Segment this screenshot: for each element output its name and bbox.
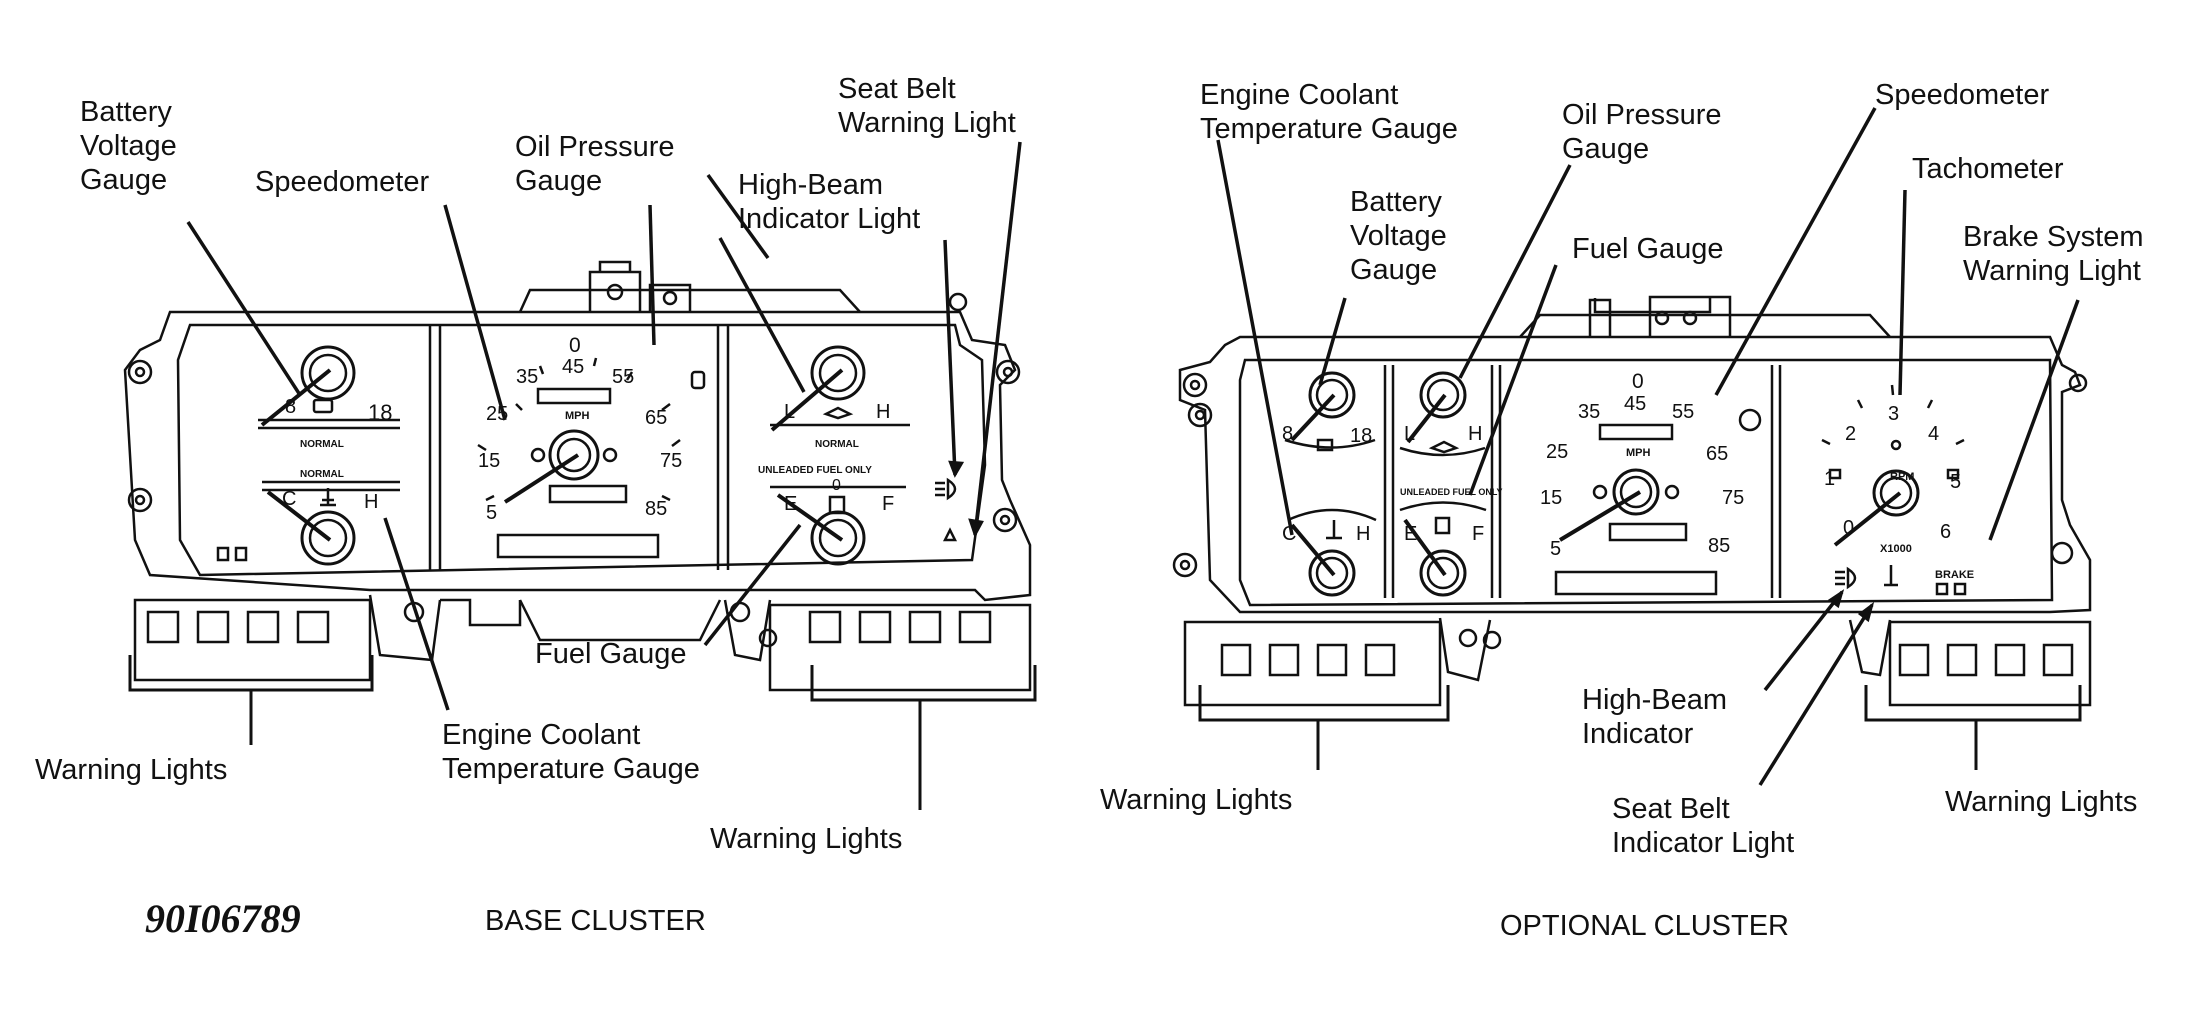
opt-tach-6: 6 [1940,521,1951,543]
base-cold: C [282,488,296,510]
opt-tach-4: 4 [1928,423,1939,445]
opt-speedometer-dial: MPH 0 5 15 25 35 45 55 65 75 85 [1540,370,1762,596]
opt-cold: C [1282,523,1296,545]
label-opt-brake: Brake System Warning Light [1963,221,2144,287]
opt-speed-65: 65 [1706,443,1728,465]
base-normal-1: NORMAL [300,439,344,450]
base-mph: MPH [565,410,590,422]
base-unleaded: UNLEADED FUEL ONLY [758,465,872,476]
label-base-high-beam: High-Beam Indicator Light [738,169,921,235]
label-opt-coolant: Engine Coolant Temperature Gauge [1200,79,1458,145]
opt-speed-35: 35 [1578,401,1600,423]
label-opt-fuel: Fuel Gauge [1572,233,1724,265]
label-opt-warning-left: Warning Lights [1100,784,1293,816]
base-oil-high: H [876,401,890,423]
opt-tach-2: 2 [1845,423,1856,445]
opt-speed-5: 5 [1550,538,1561,560]
base-speed-75: 75 [660,450,682,472]
base-batt-low: 8 [285,396,296,418]
label-base-seat-belt: Seat Belt Warning Light [838,73,1016,139]
base-speed-5: 5 [486,502,497,524]
label-opt-speedometer: Speedometer [1875,79,2050,111]
opt-tach-0: 0 [1843,517,1854,539]
label-opt-tachometer: Tachometer [1912,153,2064,185]
opt-brake: BRAKE [1935,569,1974,581]
opt-oil-high: H [1468,423,1482,445]
base-oil-normal: NORMAL [815,439,859,450]
caption-optional-cluster: OPTIONAL CLUSTER [1500,910,1789,942]
opt-speed-75: 75 [1722,487,1744,509]
base-speed-45: 45 [562,356,584,378]
base-speedometer-dial: MPH 0 5 15 25 35 45 55 65 75 85 [477,334,706,559]
label-opt-warning-right: Warning Lights [1945,786,2138,818]
opt-unleaded: UNLEADED FUEL ONLY [1400,487,1503,497]
label-opt-high-beam: High-Beam Indicator [1582,684,1728,750]
opt-batt-high: 18 [1350,425,1372,447]
opt-rpm: RPM [1890,471,1914,483]
opt-speed-15: 15 [1540,487,1562,509]
figure-code: 90I06789 [145,896,301,941]
opt-hot: H [1356,523,1370,545]
base-normal-2: NORMAL [300,469,344,480]
caption-base-cluster: BASE CLUSTER [485,905,706,937]
base-speed-85: 85 [645,498,667,520]
base-fuel-half: 0 [832,477,841,494]
base-batt-high: 18 [368,400,392,425]
opt-speed-45: 45 [1624,393,1646,415]
base-speed-15: 15 [478,450,500,472]
label-base-coolant: Engine Coolant Temperature Gauge [442,719,700,785]
optional-cluster: 8 18 C H L H UNLEADED FUEL ONLY E F [1172,107,2092,786]
opt-batt-low: 8 [1282,423,1293,445]
label-base-fuel: Fuel Gauge [535,638,687,670]
base-speed-zero: 0 [569,334,581,357]
opt-tach-3: 3 [1888,403,1899,425]
label-base-oil-pressure: Oil Pressure Gauge [515,131,675,197]
opt-tach-5: 5 [1950,471,1961,493]
base-fuel-full: F [882,493,894,515]
label-base-warning-left: Warning Lights [35,754,228,786]
opt-fuel-full: F [1472,523,1484,545]
opt-speed-85: 85 [1708,535,1730,557]
label-base-warning-right: Warning Lights [710,823,903,855]
label-opt-oil-pressure: Oil Pressure Gauge [1562,99,1722,165]
label-opt-battery: Battery Voltage Gauge [1350,186,1447,286]
opt-speed-zero: 0 [1632,370,1644,393]
base-oil-low: L [784,401,795,423]
base-speed-55: 55 [612,366,634,388]
base-speed-65: 65 [645,407,667,429]
label-opt-seat-belt: Seat Belt Indicator Light [1612,793,1795,859]
base-fuel-empty: E [784,493,797,515]
opt-mph: MPH [1626,447,1651,459]
opt-fuel-empty: E [1404,523,1417,545]
opt-speed-55: 55 [1672,401,1694,423]
base-cluster: 8 18 NORMAL NORMAL C H MPH 0 5 15 25 35 [123,141,1037,810]
label-base-speedometer: Speedometer [255,166,430,198]
opt-x1000: X1000 [1880,543,1912,555]
label-base-battery: Battery Voltage Gauge [80,96,177,196]
opt-tachometer-dial: RPM X1000 0 1 2 3 4 5 6 [1821,384,1965,555]
base-hot: H [364,491,378,513]
base-speed-35: 35 [516,366,538,388]
opt-oil-low: L [1404,423,1415,445]
opt-speed-25: 25 [1546,441,1568,463]
